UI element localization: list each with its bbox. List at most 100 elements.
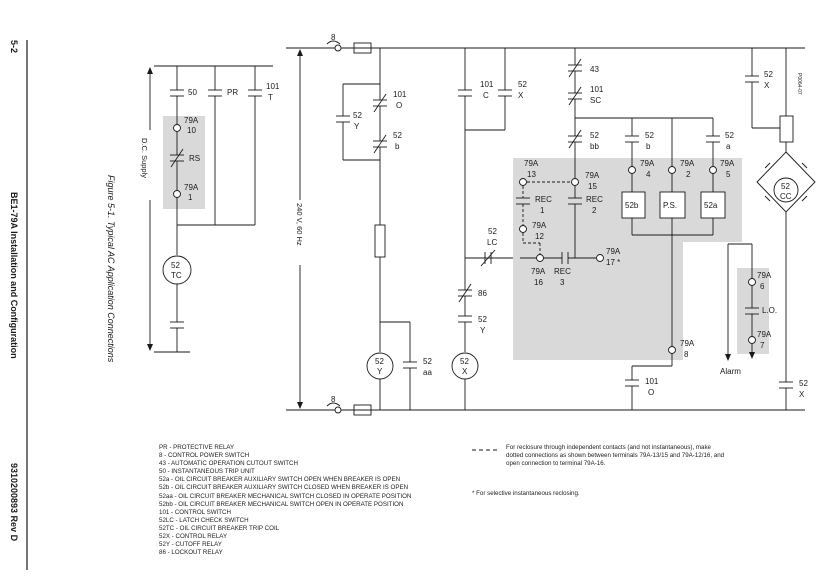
label-8-bottom: 8	[331, 395, 336, 404]
label-coil-x-52: 52	[460, 357, 469, 366]
label-tc-52: 52	[171, 261, 180, 270]
label-79a4-79a: 79A	[640, 159, 655, 168]
label-79a-10-a: 79A	[184, 116, 199, 125]
legend-item: 52LC - LATCH CHECK SWITCH	[159, 516, 249, 524]
label-sa-a: a	[726, 142, 731, 151]
cc-bridge	[725, 48, 816, 410]
label-cc: CC	[780, 192, 792, 201]
label-rec3-3: 3	[560, 278, 565, 287]
label-t: T	[268, 93, 273, 102]
label-8-top: 8	[331, 33, 336, 42]
dc-circuit	[147, 65, 273, 353]
ac-buses	[286, 40, 805, 416]
label-lo: L.O.	[762, 306, 777, 315]
legend-item: 52b - OIL CIRCUIT BREAKER AUXILIARY SWIT…	[159, 484, 409, 492]
label-y-o: O	[396, 101, 402, 110]
label-79a5-79a: 79A	[720, 159, 735, 168]
relay-shade-dc	[163, 116, 205, 209]
label-y-101: 101	[393, 90, 407, 99]
relay-52y-column	[336, 48, 417, 410]
legend-item: 52Y - CUTOFF RELAY	[159, 541, 222, 549]
label-cc-52: 52	[781, 182, 790, 191]
legend-item: 52X - CONTROL RELAY	[159, 533, 228, 541]
figure-id: P0064-07	[796, 73, 802, 95]
label-coil-y-y: Y	[377, 367, 383, 376]
label-aa: aa	[423, 368, 432, 377]
legend-item: 101 - CONTROL SWITCH	[159, 508, 231, 516]
label-43: 43	[590, 65, 599, 74]
label-79a13-13: 13	[527, 170, 536, 179]
label-sb-b: b	[646, 142, 651, 151]
label-86: 86	[478, 289, 487, 298]
label-52y-52: 52	[353, 111, 362, 120]
label-79a17-17: 17 *	[606, 258, 620, 267]
label-101: 101	[266, 82, 280, 91]
label-52x-x: X	[518, 91, 524, 100]
label-sb-52: 52	[645, 131, 654, 140]
label-79a4-4: 4	[646, 170, 651, 179]
label-tc: TC	[171, 271, 182, 280]
label-101sc-101: 101	[590, 85, 604, 94]
note-line: * For selective instantaneous reclosing.	[472, 490, 580, 497]
label-x52-52: 52	[764, 70, 773, 79]
box-label-52b: 52b	[625, 201, 639, 210]
ac-supply-label: 240 V, 60 Hz	[295, 203, 304, 246]
diagram-labels: 50 PR 101 T 79A 10 RS 79A 1 52 TC 8 8 10…	[9, 33, 808, 542]
label-rec2-2: 2	[592, 206, 597, 215]
label-79a7-79a: 79A	[757, 330, 772, 339]
label-52y2-y: Y	[480, 326, 486, 335]
label-bb: bb	[590, 142, 599, 151]
figure-caption: Figure 5-1. Typical AC Application Conne…	[106, 175, 116, 363]
label-rec3: REC	[554, 267, 571, 276]
box-label-52a: 52a	[704, 201, 718, 210]
label-alarm: Alarm	[720, 367, 741, 376]
label-101c-101: 101	[480, 80, 494, 89]
label-52b-b: b	[395, 142, 400, 151]
label-79a16-79a: 79A	[531, 267, 546, 276]
label-lc: LC	[487, 238, 497, 247]
label-bx52-x: X	[799, 390, 805, 399]
page-number: 5-2	[9, 40, 19, 53]
label-101sc-sc: SC	[590, 96, 601, 105]
legend-item: 52TC - OIL CIRCUIT BREAKER TRIP COIL	[159, 524, 280, 532]
label-79a2-2: 2	[686, 170, 691, 179]
label-79a-1-a: 79A	[184, 183, 199, 192]
dashed-note: For reclosure through independent contac…	[506, 444, 724, 468]
label-rec1-1: 1	[540, 206, 545, 215]
label-aa-52: 52	[423, 357, 432, 366]
label-52b-52: 52	[393, 131, 402, 140]
label-52x-52: 52	[518, 80, 527, 89]
label-bb-52: 52	[590, 131, 599, 140]
note-line: open connection to terminal 79A-16.	[506, 460, 606, 468]
relay-52x-column	[451, 48, 520, 410]
label-x52-x: X	[764, 81, 770, 90]
label-sa-52: 52	[725, 131, 734, 140]
label-79a15-79a: 79A	[585, 171, 600, 180]
label-79a-1-b: 1	[188, 193, 193, 202]
relay-block-79a	[513, 48, 742, 410]
dc-supply-label: D.C. Supply	[140, 138, 149, 178]
legend-item: 43 - AUTOMATIC OPERATION CUTOUT SWITCH	[159, 460, 298, 468]
label-rec1: REC	[535, 195, 552, 204]
label-coil-y-52: 52	[375, 357, 384, 366]
legend-item: 86 - LOCKOUT RELAY	[159, 549, 223, 557]
note-line: For reclosure through independent contac…	[506, 444, 712, 451]
note-line: dotted connections as shown between term…	[506, 452, 725, 460]
star-note: * For selective instantaneous reclosing.	[472, 490, 580, 498]
label-101o-o: O	[648, 388, 654, 397]
label-79a16-16: 16	[534, 278, 543, 287]
label-79a12-12: 12	[535, 232, 544, 241]
label-bx52-52: 52	[799, 379, 808, 388]
label-lc-52: 52	[488, 227, 497, 236]
label-79a15-15: 15	[588, 182, 597, 191]
abbreviation-legend: PR - PROTECTIVE RELAY 8 - CONTROL POWER …	[159, 444, 411, 557]
label-79a8-8: 8	[684, 350, 689, 359]
label-101o-101: 101	[645, 377, 659, 386]
legend-item: 52aa - OIL CIRCUIT BREAKER MECHANICAL SW…	[159, 492, 412, 500]
label-79a13-79a: 79A	[524, 159, 539, 168]
doc-id: 9310200893 Rev D	[9, 463, 19, 542]
box-label-ps: P.S.	[663, 201, 677, 210]
legend-item: 52a - OIL CIRCUIT BREAKER AUXILIARY SWIT…	[159, 476, 401, 484]
label-79a17-79a: 79A	[606, 247, 621, 256]
legend-item: PR - PROTECTIVE RELAY	[159, 444, 235, 451]
